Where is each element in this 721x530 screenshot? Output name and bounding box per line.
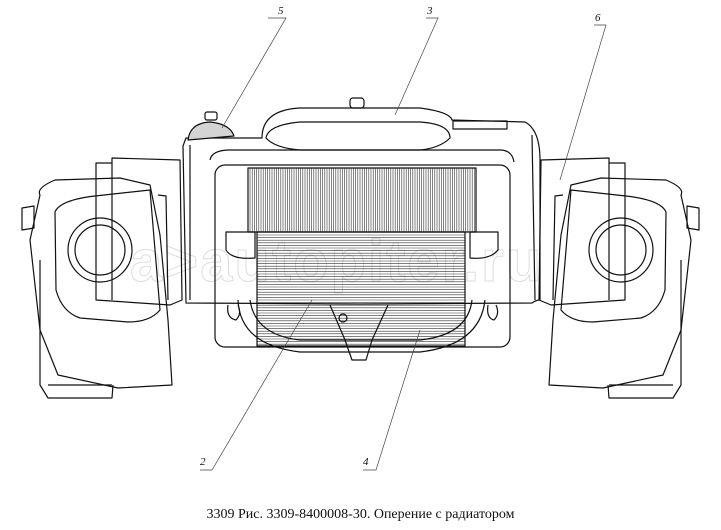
figure-caption: 3309 Рис. 3309-8400008-30. Оперение с ра… — [206, 507, 515, 522]
right-fender-headlight — [538, 157, 700, 399]
callout-3: 3 — [427, 5, 433, 17]
radiator-frame — [182, 97, 541, 361]
callout-6: 6 — [595, 12, 601, 24]
left-fender-headlight — [21, 157, 183, 399]
callout-4: 4 — [363, 456, 369, 468]
watermark: a>autopiter.ru — [129, 229, 544, 295]
leader-lines — [200, 17, 607, 471]
callout-5: 5 — [278, 5, 284, 17]
callout-2: 2 — [200, 456, 206, 468]
